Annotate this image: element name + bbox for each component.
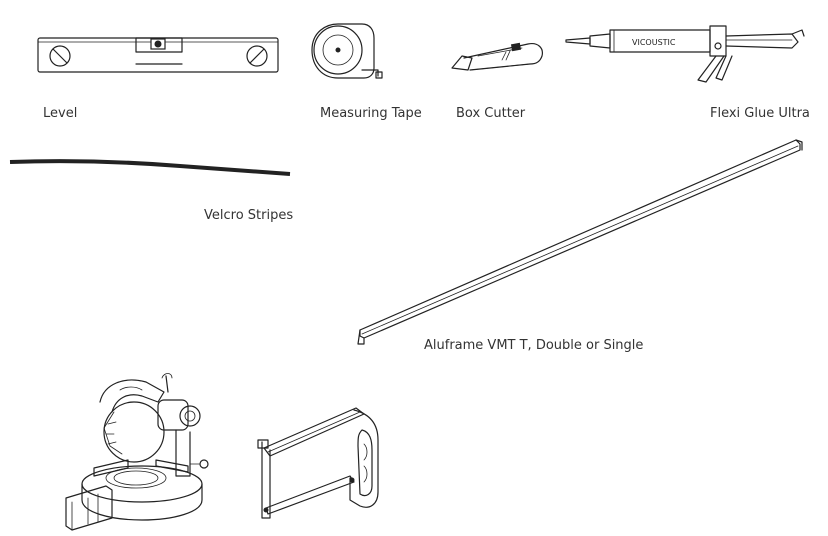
box-cutter-tool xyxy=(450,38,546,74)
velcro-label: Velcro Stripes xyxy=(204,208,294,223)
box-cutter-icon xyxy=(451,42,543,71)
measuring-tape-label: Measuring Tape xyxy=(320,106,422,121)
miter-saw-icon xyxy=(65,373,209,531)
hacksaw-tool xyxy=(254,400,384,524)
level-tool xyxy=(36,34,284,78)
cartridge-brand-text: VICOUSTIC xyxy=(632,38,676,47)
measuring-tape-tool xyxy=(306,22,386,82)
measuring-tape-icon xyxy=(311,23,383,79)
velcro-strip-icon xyxy=(9,159,291,176)
miter-saw-tool xyxy=(64,372,214,532)
level-label: Level xyxy=(43,106,78,121)
aluframe-label: Aluframe VMT T, Double or Single xyxy=(424,338,644,353)
box-cutter-label: Box Cutter xyxy=(456,106,526,121)
flexi-glue-tool: VICOUSTIC xyxy=(565,22,806,84)
flexi-glue-label: Flexi Glue Ultra xyxy=(710,106,810,121)
spirit-level-icon xyxy=(37,37,279,73)
aluminium-profile-icon xyxy=(357,139,803,345)
aluframe-tool xyxy=(356,138,804,348)
velcro-tool xyxy=(9,156,292,180)
caulking-gun-icon: VICOUSTIC xyxy=(565,25,805,83)
hacksaw-icon xyxy=(257,407,379,519)
